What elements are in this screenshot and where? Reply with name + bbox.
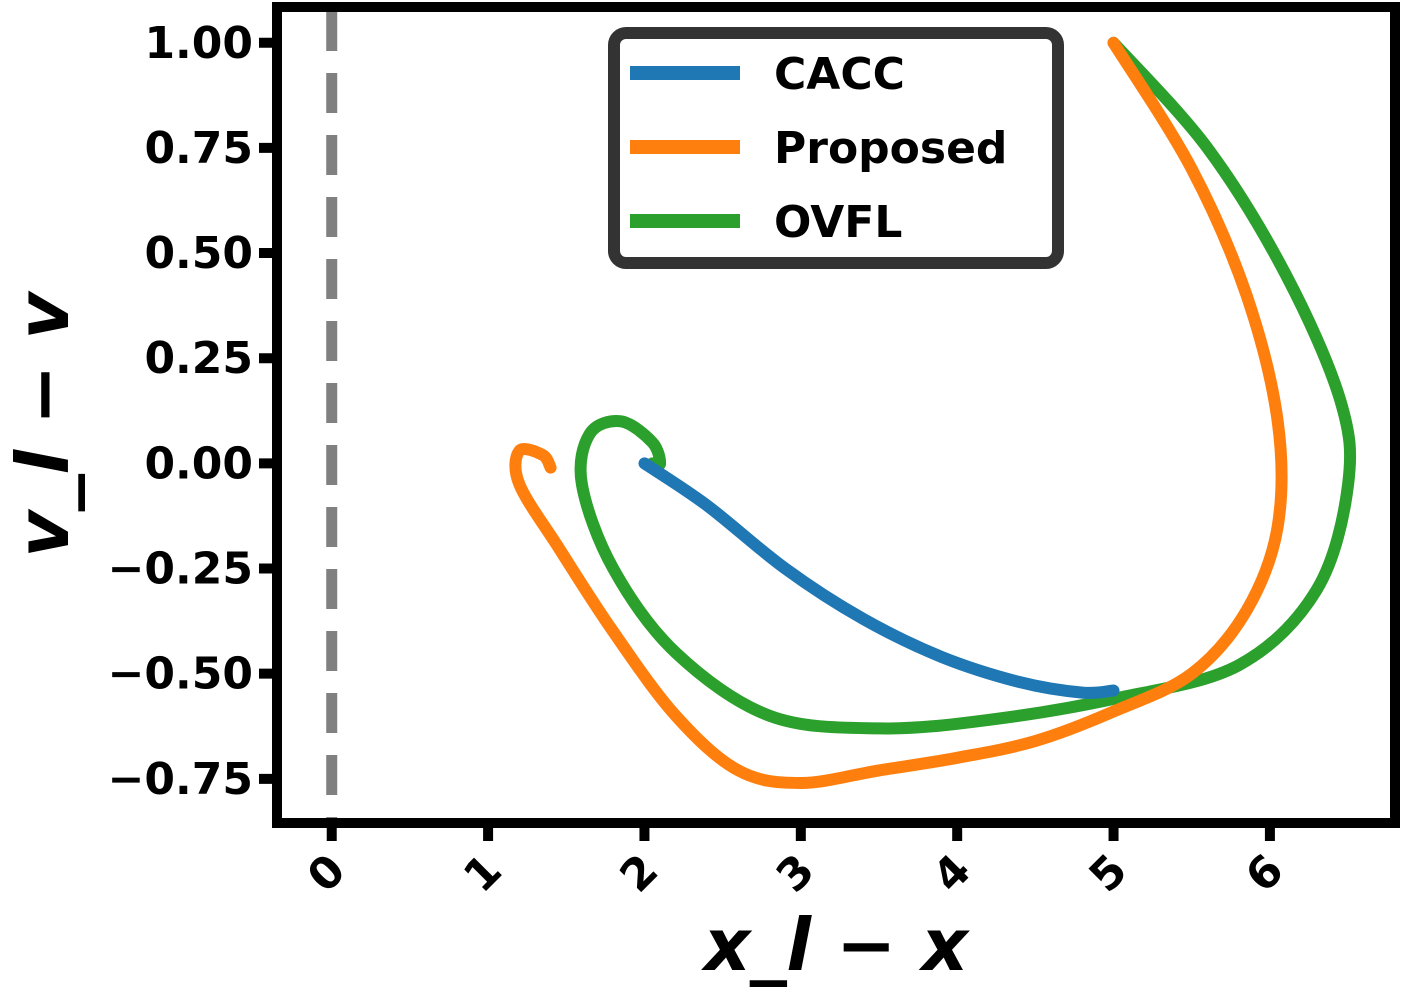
y-tick-label: 0.00 xyxy=(144,438,253,489)
y-axis-label: v_l − v xyxy=(1,290,85,557)
x-tick-label: 0 xyxy=(298,845,356,903)
x-tick-label: 2 xyxy=(611,845,669,903)
x-tick-label: 1 xyxy=(454,845,512,903)
y-tick-label: −0.50 xyxy=(108,649,253,700)
legend-label-proposed: Proposed xyxy=(774,123,1007,174)
y-tick-label: −0.75 xyxy=(108,754,253,805)
y-tick-label: 0.50 xyxy=(144,228,253,279)
x-axis-label: x_l − x xyxy=(701,903,971,987)
plot-frame xyxy=(272,2,1400,828)
legend-label-cacc: CACC xyxy=(774,49,905,100)
legend-box xyxy=(608,27,1064,269)
series-proposed-line xyxy=(509,36,1288,789)
x-tick-label: 3 xyxy=(767,845,825,903)
series-layer xyxy=(326,11,1357,819)
y-tick-label: 0.75 xyxy=(144,123,253,174)
series-cacc-line xyxy=(638,457,1120,699)
series-ovfl-line xyxy=(574,36,1357,735)
x-tick-label: 6 xyxy=(1236,845,1294,903)
x-tick-label: 4 xyxy=(923,845,981,903)
y-tick-label: 1.00 xyxy=(144,18,253,69)
y-tick-label: −0.25 xyxy=(108,544,253,595)
legend-label-ovfl: OVFL xyxy=(774,197,902,248)
x-tick-label: 5 xyxy=(1080,845,1138,903)
y-tick-label: 0.25 xyxy=(144,333,253,384)
